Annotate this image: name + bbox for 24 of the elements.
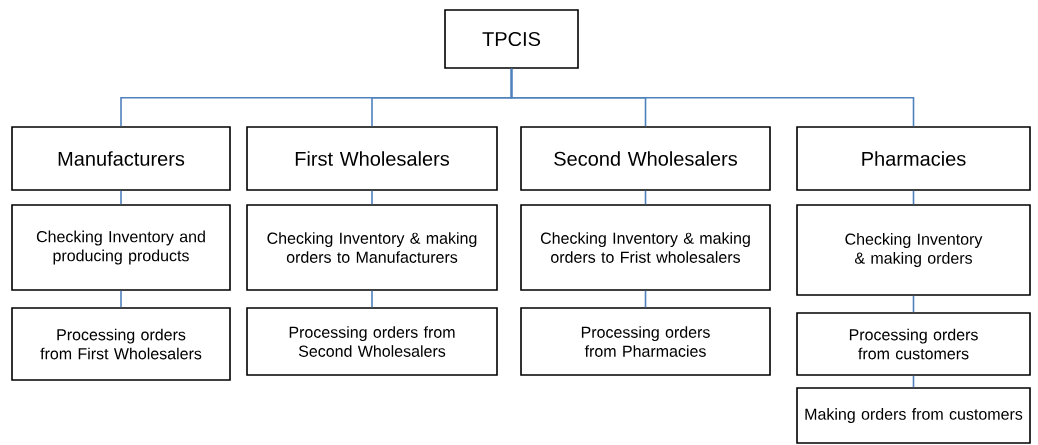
- category-box: Second Wholesalers: [520, 126, 771, 191]
- title-box: TPCIS: [444, 9, 579, 69]
- connector-line: [371, 290, 373, 308]
- connector-line: [912, 375, 915, 388]
- connector-line: [120, 290, 122, 308]
- process-box: Processing orders from Second Wholesalers: [246, 307, 498, 376]
- process-box: Making orders from customers: [796, 387, 1031, 444]
- process-box: Checking Inventory & making orders: [796, 204, 1031, 296]
- connector-line: [120, 190, 122, 205]
- category-box: Manufacturers: [11, 126, 231, 191]
- connector-line: [644, 190, 647, 205]
- connector-line: [510, 68, 915, 127]
- connector-line: [912, 190, 915, 205]
- process-box: Processing orders from First Wholesalers: [11, 307, 231, 381]
- process-box: Checking Inventory and producing products: [11, 204, 231, 291]
- connector-line: [644, 290, 647, 308]
- process-box: Processing orders from Pharmacies: [520, 307, 771, 376]
- category-box: First Wholesalers: [246, 126, 498, 191]
- connector-line: [371, 190, 373, 205]
- category-box: Pharmacies: [796, 126, 1031, 191]
- process-box: Checking Inventory & making orders to Manufacturers: [246, 204, 498, 291]
- process-box: Checking Inventory & making orders to Frist wholesalers: [520, 204, 771, 291]
- process-box: Processing orders from customers: [796, 312, 1031, 376]
- connector-line: [912, 295, 915, 313]
